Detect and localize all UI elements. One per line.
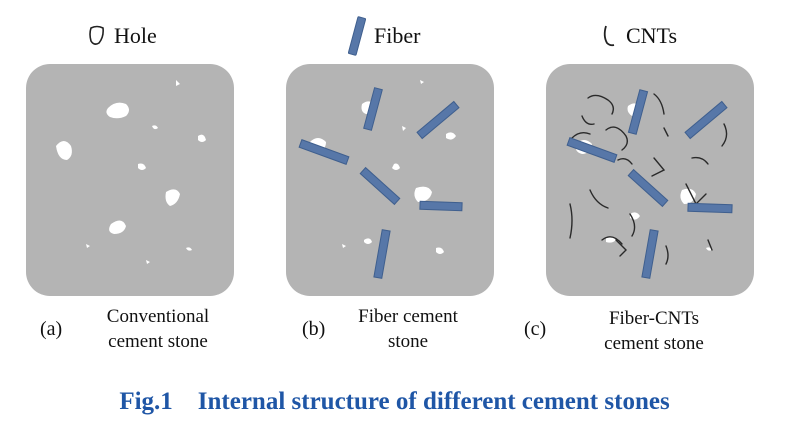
fiber — [687, 202, 733, 214]
figure-caption: Fig.1 Internal structure of different ce… — [0, 388, 789, 416]
hole — [414, 186, 432, 202]
hole-icon — [89, 25, 104, 45]
cnt — [571, 131, 591, 139]
hole — [420, 80, 424, 84]
legend-fiber: Fiber — [348, 16, 421, 56]
hole — [152, 125, 158, 130]
hole — [436, 247, 444, 254]
hole — [146, 260, 150, 264]
panel-c-line2: cement stone — [604, 333, 704, 354]
panel-c-description: Fiber-CNTs cement stone — [584, 306, 724, 356]
cement-matrix — [26, 64, 234, 296]
cnt — [721, 123, 728, 147]
panel-b-line2: stone — [387, 331, 429, 352]
hole — [402, 126, 406, 131]
legend-hole: Hole — [88, 18, 157, 54]
fiber — [566, 137, 618, 163]
cnt — [665, 245, 669, 265]
hole — [364, 238, 372, 244]
panel-a-line2: cement stone — [108, 331, 208, 352]
panel-a-line1: Conventional — [106, 306, 210, 327]
cnt — [587, 94, 615, 115]
cnt — [589, 189, 609, 209]
panel-a-tag: (a) — [40, 318, 63, 340]
panel-b-line1: Fiber cement — [358, 306, 458, 327]
hole — [198, 134, 206, 142]
fiber — [627, 168, 669, 208]
panel-c-line1: Fiber-CNTs — [608, 308, 700, 329]
legend-cnts: CNTs — [600, 18, 677, 54]
fiber — [416, 100, 460, 140]
cnt — [581, 115, 595, 126]
fiber-icon — [348, 16, 366, 56]
legend-hole-label: Hole — [114, 23, 157, 48]
fiber — [363, 87, 383, 131]
fiber — [373, 229, 391, 279]
cnt — [663, 127, 669, 137]
hole — [186, 247, 192, 251]
cnt — [707, 239, 713, 251]
cnt — [617, 157, 633, 165]
cnt — [651, 157, 666, 177]
hole — [706, 247, 712, 251]
fiber — [641, 229, 659, 279]
hole — [392, 163, 400, 170]
hole — [342, 244, 346, 248]
cnt — [653, 93, 665, 115]
cnt — [569, 203, 573, 239]
fiber — [359, 166, 401, 206]
fiber — [627, 89, 649, 135]
fiber — [684, 100, 728, 140]
cnt — [601, 236, 623, 245]
panel-b-tag: (b) — [302, 318, 326, 340]
hole — [446, 132, 456, 140]
panel-c-tag: (c) — [524, 318, 547, 340]
cnt-icon — [603, 25, 615, 47]
hole — [176, 80, 180, 86]
legend-cnts-label: CNTs — [626, 23, 678, 48]
hole — [106, 102, 129, 119]
figure-title: Internal structure of different cement s… — [197, 388, 670, 415]
panel-b-diagram — [286, 64, 494, 296]
panel-c-diagram — [546, 64, 754, 296]
hole — [109, 220, 126, 234]
hole — [165, 189, 180, 206]
hole — [138, 163, 146, 170]
panel-a-description: Conventional cement stone — [88, 304, 228, 354]
cnt — [629, 213, 636, 237]
legend-fiber-label: Fiber — [374, 23, 421, 48]
cement-matrix — [286, 64, 494, 296]
panel-a-diagram — [26, 64, 234, 296]
fiber — [298, 139, 350, 165]
figure-number: Fig.1 — [119, 388, 173, 415]
hole — [86, 244, 90, 248]
hole — [680, 188, 696, 204]
cnt — [615, 239, 627, 257]
fiber — [419, 200, 463, 212]
cnt — [605, 126, 629, 151]
panel-b-description: Fiber cement stone — [338, 304, 478, 354]
hole — [56, 141, 72, 160]
cnt — [691, 156, 709, 165]
